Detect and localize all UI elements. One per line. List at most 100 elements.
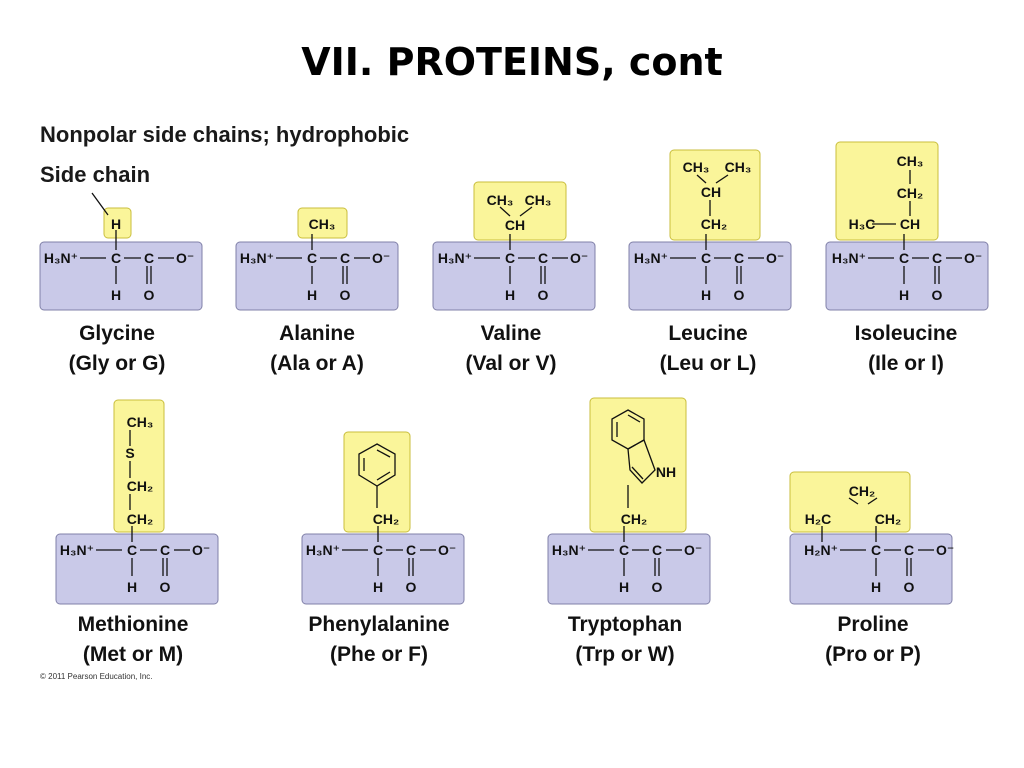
side-chain-atom-label: CH₃ xyxy=(525,192,552,208)
amino-acid-abbreviation: (Trp or W) xyxy=(575,643,674,666)
glycine-structure xyxy=(39,192,203,311)
alpha-hydrogen-label: H xyxy=(899,287,909,303)
carboxyl-carbon-label: C xyxy=(652,542,662,558)
oxide-label: O⁻ xyxy=(936,542,954,558)
amino-acid-abbreviation: (Met or M) xyxy=(83,643,183,666)
oxide-label: O⁻ xyxy=(570,250,588,266)
carbonyl-oxygen-label: O xyxy=(160,579,171,595)
side-chain-atom-label: CH₃ xyxy=(309,216,336,232)
amino-group-label: H₂N⁺ xyxy=(804,542,838,558)
section-heading: Nonpolar side chains; hydrophobic xyxy=(40,122,410,147)
amino-acid-abbreviation: (Leu or L) xyxy=(660,352,757,375)
alpha-carbon-label: C xyxy=(307,250,317,266)
alpha-hydrogen-label: H xyxy=(701,287,711,303)
amino-acid-name: Alanine xyxy=(279,322,355,345)
side-chain-atom-label: CH₃ xyxy=(725,159,752,175)
carboxyl-carbon-label: C xyxy=(144,250,154,266)
carbonyl-oxygen-label: O xyxy=(904,579,915,595)
amino-acid-name: Isoleucine xyxy=(855,322,958,345)
amino-group-label: H₃N⁺ xyxy=(552,542,586,558)
atom-labels: H₃N⁺ C C O⁻ H O H₃N⁺ C C O⁻ H O H₃N⁺ C C O⁻ H O H₃N⁺ C C O⁻ H O… xyxy=(44,153,982,595)
slide-title: VII. PROTEINS, cont xyxy=(301,40,723,84)
oxide-label: O⁻ xyxy=(192,542,210,558)
carbonyl-oxygen-label: O xyxy=(652,579,663,595)
side-chain-atom-label: H₃C xyxy=(849,216,876,232)
amino-acid-abbreviation: (Ile or I) xyxy=(868,352,944,375)
alpha-hydrogen-label: H xyxy=(111,287,121,303)
side-chain-label: Side chain xyxy=(40,162,151,187)
alpha-hydrogen-label: H xyxy=(505,287,515,303)
side-chain-atom-label: CH₃ xyxy=(487,192,514,208)
side-chain-atom-label: CH₂ xyxy=(127,511,153,527)
alpha-carbon-label: C xyxy=(619,542,629,558)
amino-group-label: H₃N⁺ xyxy=(240,250,274,266)
amino-acid-abbreviation: (Phe or F) xyxy=(330,643,428,666)
amino-group-label: H₃N⁺ xyxy=(306,542,340,558)
side-chain-atom-label: CH₂ xyxy=(621,511,647,527)
alpha-carbon-label: C xyxy=(111,250,121,266)
side-chain-atom-label: S xyxy=(125,445,134,461)
alpha-carbon-label: C xyxy=(899,250,909,266)
alpha-hydrogen-label: H xyxy=(127,579,137,595)
side-chain-atom-label: CH₂ xyxy=(849,483,875,499)
amino-acid-name: Leucine xyxy=(668,322,747,345)
side-chain-atom-label: CH₂ xyxy=(875,511,901,527)
amino-acid-abbreviation: (Val or V) xyxy=(465,352,556,375)
oxide-label: O⁻ xyxy=(766,250,784,266)
side-chain-atom-label: H xyxy=(111,216,121,232)
amino-group-label: H₃N⁺ xyxy=(634,250,668,266)
carboxyl-carbon-label: C xyxy=(406,542,416,558)
valine-structure xyxy=(432,181,596,311)
carboxyl-carbon-label: C xyxy=(160,542,170,558)
carboxyl-carbon-label: C xyxy=(932,250,942,266)
carbonyl-oxygen-label: O xyxy=(144,287,155,303)
carboxyl-carbon-label: C xyxy=(734,250,744,266)
alpha-carbon-label: C xyxy=(373,542,383,558)
carboxyl-carbon-label: C xyxy=(538,250,548,266)
oxide-label: O⁻ xyxy=(176,250,194,266)
carbonyl-oxygen-label: O xyxy=(538,287,549,303)
side-chain-atom-label: CH xyxy=(900,216,920,232)
side-chain-atom-label: CH₃ xyxy=(683,159,710,175)
amino-acid-name: Tryptophan xyxy=(568,613,682,636)
alpha-hydrogen-label: H xyxy=(307,287,317,303)
copyright-notice: © 2011 Pearson Education, Inc. xyxy=(40,672,153,681)
oxide-label: O⁻ xyxy=(964,250,982,266)
side-chain-atom-label: NH xyxy=(656,464,676,480)
methionine-structure xyxy=(55,399,219,605)
amino-acid-name: Phenylalanine xyxy=(308,613,449,636)
alpha-carbon-label: C xyxy=(871,542,881,558)
oxide-label: O⁻ xyxy=(438,542,456,558)
amino-acid-name: Glycine xyxy=(79,322,155,345)
carbonyl-oxygen-label: O xyxy=(932,287,943,303)
oxide-label: O⁻ xyxy=(684,542,702,558)
carboxyl-carbon-label: C xyxy=(340,250,350,266)
alpha-hydrogen-label: H xyxy=(373,579,383,595)
side-chain-atom-label: CH₂ xyxy=(127,478,153,494)
amino-group-label: H₃N⁺ xyxy=(438,250,472,266)
oxide-label: O⁻ xyxy=(372,250,390,266)
alanine-structure xyxy=(235,207,399,311)
amino-acid-name: Proline xyxy=(837,613,908,636)
amino-group-label: H₃N⁺ xyxy=(832,250,866,266)
alpha-carbon-label: C xyxy=(701,250,711,266)
alpha-hydrogen-label: H xyxy=(619,579,629,595)
side-chain-atom-label: CH xyxy=(505,217,525,233)
side-chain-atom-label: CH₂ xyxy=(897,185,923,201)
carboxyl-carbon-label: C xyxy=(904,542,914,558)
amino-acid-abbreviation: (Ala or A) xyxy=(270,352,364,375)
side-chain-atom-label: CH₃ xyxy=(127,414,154,430)
side-chain-atom-label: CH₃ xyxy=(897,153,924,169)
alpha-carbon-label: C xyxy=(505,250,515,266)
phenylalanine-structure xyxy=(301,431,465,605)
tryptophan-structure xyxy=(547,397,711,605)
side-chain-atom-label: CH₂ xyxy=(373,511,399,527)
carbonyl-oxygen-label: O xyxy=(406,579,417,595)
amino-acid-name: Methionine xyxy=(78,613,189,636)
side-chain-atom-label: CH₂ xyxy=(701,216,727,232)
alpha-carbon-label: C xyxy=(127,542,137,558)
amino-acid-abbreviation: (Pro or P) xyxy=(825,643,921,666)
amino-group-label: H₃N⁺ xyxy=(44,250,78,266)
carbonyl-oxygen-label: O xyxy=(734,287,745,303)
